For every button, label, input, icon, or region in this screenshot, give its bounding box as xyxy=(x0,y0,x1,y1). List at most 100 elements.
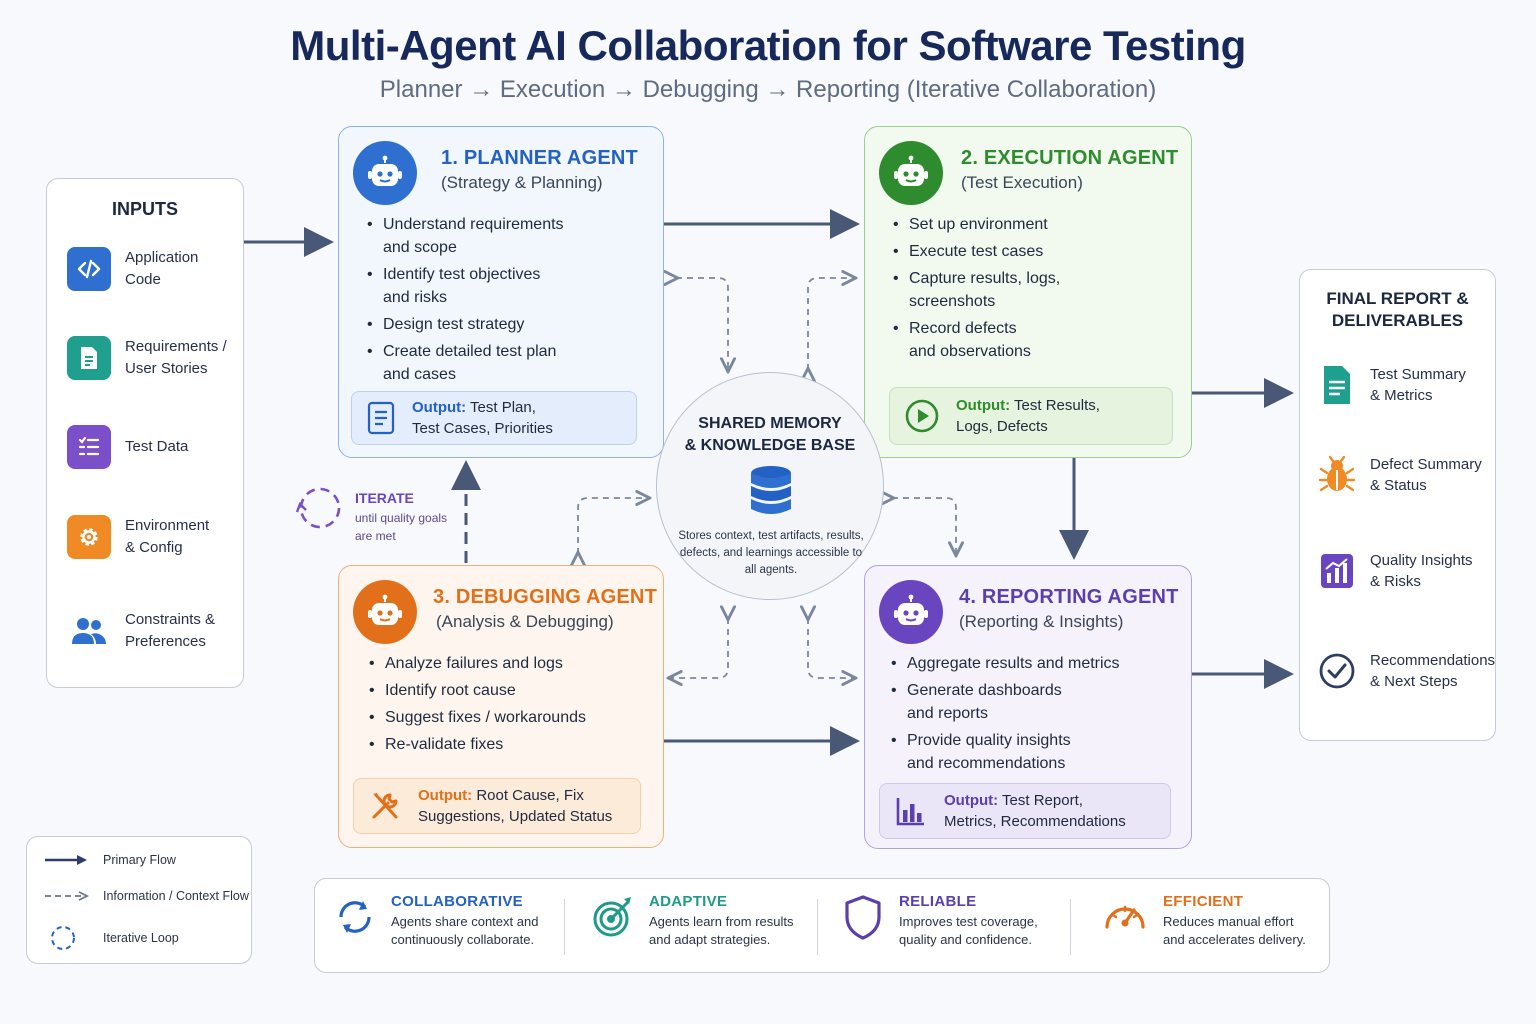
output-text: Output: Test Results, Logs, Defects xyxy=(956,395,1100,437)
output-value: Root Cause, Fix Suggestions, Updated Sta… xyxy=(418,787,613,825)
task-item: Execute test cases xyxy=(893,240,1060,263)
task-item: Record defects and observations xyxy=(893,317,1060,363)
context-flow-debugging xyxy=(670,618,728,678)
legend-label: Iterative Loop xyxy=(103,931,179,945)
output-label: Output: xyxy=(412,399,467,416)
legend-panel: Primary Flow Information / Context Flow … xyxy=(26,836,252,964)
agent-task-list: Understand requirements and scope Identi… xyxy=(367,213,564,390)
agent-subtitle: (Strategy & Planning) xyxy=(441,173,603,192)
benefit-collaborative: COLLABORATIVE Agents share context and c… xyxy=(333,893,538,949)
output-label: Output: xyxy=(418,787,473,804)
deliverable-label: Test Summary & Metrics xyxy=(1370,366,1466,404)
task-item: Identify test objectives and risks xyxy=(367,263,564,309)
document-icon xyxy=(367,401,395,435)
input-item-test-data: Test Data xyxy=(67,425,247,469)
robot-icon xyxy=(353,580,417,644)
task-item: Identify root cause xyxy=(369,679,586,702)
legend-primary-flow: Primary Flow xyxy=(43,853,176,867)
diagram-subtitle: Planner → Execution → Debugging → Report… xyxy=(379,76,1157,103)
context-flow-planner xyxy=(676,278,728,370)
input-item-environment: Environment & Config xyxy=(67,515,247,559)
checklist-icon xyxy=(67,425,111,469)
bar-chart-icon xyxy=(1321,554,1353,588)
deliverable-quality-insights: Quality Insights & Risks xyxy=(1318,550,1498,592)
benefit-description: Agents share context and continuously co… xyxy=(391,914,539,947)
input-item-constraints: Constraints & Preferences xyxy=(67,609,247,653)
dashed-arrow-icon xyxy=(45,891,89,901)
input-label: Requirements / User Stories xyxy=(125,338,227,377)
memory-title: SHARED MEMORY & KNOWLEDGE BASE xyxy=(684,415,856,454)
task-item: Create detailed test plan and cases xyxy=(367,340,564,386)
input-label: Application Code xyxy=(125,249,199,288)
benefit-title: COLLABORATIVE xyxy=(391,893,523,910)
bar-chart-icon xyxy=(896,798,924,826)
gauge-icon xyxy=(1105,905,1145,929)
iterate-loop-icon xyxy=(295,487,341,529)
task-item: Analyze failures and logs xyxy=(369,652,586,675)
task-item: Generate dashboards and reports xyxy=(891,679,1120,725)
gear-icon xyxy=(67,515,111,559)
robot-icon xyxy=(879,580,943,644)
planner-agent-card: 1. PLANNER AGENT (Strategy & Planning) U… xyxy=(338,126,664,458)
benefit-efficient: EFFICIENT Reduces manual effort and acce… xyxy=(1101,893,1306,949)
output-text: Output: Root Cause, Fix Suggestions, Upd… xyxy=(418,785,612,827)
shared-memory-node: SHARED MEMORY & KNOWLEDGE BASE Stores co… xyxy=(656,372,884,600)
planner-output-box: Output: Test Plan, Test Cases, Prioritie… xyxy=(351,391,637,445)
benefits-bar: COLLABORATIVE Agents share context and c… xyxy=(314,878,1330,973)
robot-icon xyxy=(879,141,943,205)
diagram-title: Multi-Agent AI Collaboration for Softwar… xyxy=(290,22,1246,69)
agent-subtitle: (Analysis & Debugging) xyxy=(436,612,614,631)
output-label: Output: xyxy=(944,792,999,809)
task-item: Re-validate fixes xyxy=(369,733,586,756)
task-item: Capture results, logs, screenshots xyxy=(893,267,1060,313)
agent-name: 3. DEBUGGING AGENT xyxy=(433,586,657,608)
divider xyxy=(817,899,818,955)
final-deliverables-panel: FINAL REPORT & DELIVERABLES Test Summary… xyxy=(1299,269,1496,741)
task-item: Understand requirements and scope xyxy=(367,213,564,259)
deliverable-label: Defect Summary & Status xyxy=(1370,456,1482,494)
memory-description: Stores context, test artifacts, results,… xyxy=(678,530,864,576)
output-text: Output: Test Report, Metrics, Recommenda… xyxy=(944,790,1126,832)
divider xyxy=(564,899,565,955)
legend-iterative-loop: Iterative Loop xyxy=(43,925,179,951)
output-text: Output: Test Plan, Test Cases, Prioritie… xyxy=(412,397,553,439)
benefit-reliable: RELIABLE Improves test coverage, quality… xyxy=(841,893,1038,949)
deliverable-label: Recommendations & Next Steps xyxy=(1370,652,1496,690)
debugging-agent-card: 3. DEBUGGING AGENT (Analysis & Debugging… xyxy=(338,565,664,848)
task-item: Design test strategy xyxy=(367,313,564,336)
output-value: Test Report, Metrics, Recommendations xyxy=(944,792,1126,830)
context-flow-reporting-top xyxy=(892,498,956,554)
deliverable-defect-summary: Defect Summary & Status xyxy=(1318,454,1498,496)
agent-subtitle: (Test Execution) xyxy=(961,173,1083,192)
legend-information-flow: Information / Context Flow xyxy=(43,889,249,903)
benefit-description: Reduces manual effort and accelerates de… xyxy=(1163,914,1306,947)
loop-icon xyxy=(51,926,75,950)
output-value: Test Results, Logs, Defects xyxy=(956,397,1100,435)
context-flow-execution xyxy=(808,278,854,370)
agent-task-list: Set up environment Execute test cases Ca… xyxy=(893,213,1060,367)
task-item: Suggest fixes / workarounds xyxy=(369,706,586,729)
benefit-adaptive: ADAPTIVE Agents learn from results and a… xyxy=(591,893,794,949)
document-icon xyxy=(67,336,111,380)
bug-icon xyxy=(1318,455,1356,492)
document-icon xyxy=(1324,366,1350,404)
execution-agent-card: 2. EXECUTION AGENT (Test Execution) Set … xyxy=(864,126,1192,458)
agent-task-list: Analyze failures and logs Identify root … xyxy=(369,652,586,760)
benefit-title: EFFICIENT xyxy=(1163,893,1244,910)
check-circle-icon xyxy=(1319,653,1355,689)
robot-icon xyxy=(353,141,417,205)
context-flow-reporting xyxy=(808,618,854,678)
agent-subtitle: (Reporting & Insights) xyxy=(959,612,1124,631)
iterate-title: ITERATE xyxy=(355,490,414,506)
legend-label: Primary Flow xyxy=(103,853,176,867)
benefit-title: RELIABLE xyxy=(899,893,977,910)
final-title: FINAL REPORT & DELIVERABLES xyxy=(1326,289,1469,330)
sync-icon xyxy=(339,901,371,933)
deliverable-recommendations: Recommendations & Next Steps xyxy=(1318,650,1498,692)
play-icon xyxy=(905,399,939,433)
input-item-requirements: Requirements / User Stories xyxy=(67,336,247,380)
debugging-output-box: Output: Root Cause, Fix Suggestions, Upd… xyxy=(353,778,641,834)
benefit-description: Improves test coverage, quality and conf… xyxy=(899,914,1038,947)
agent-task-list: Aggregate results and metrics Generate d… xyxy=(891,652,1120,779)
divider xyxy=(1070,899,1071,955)
